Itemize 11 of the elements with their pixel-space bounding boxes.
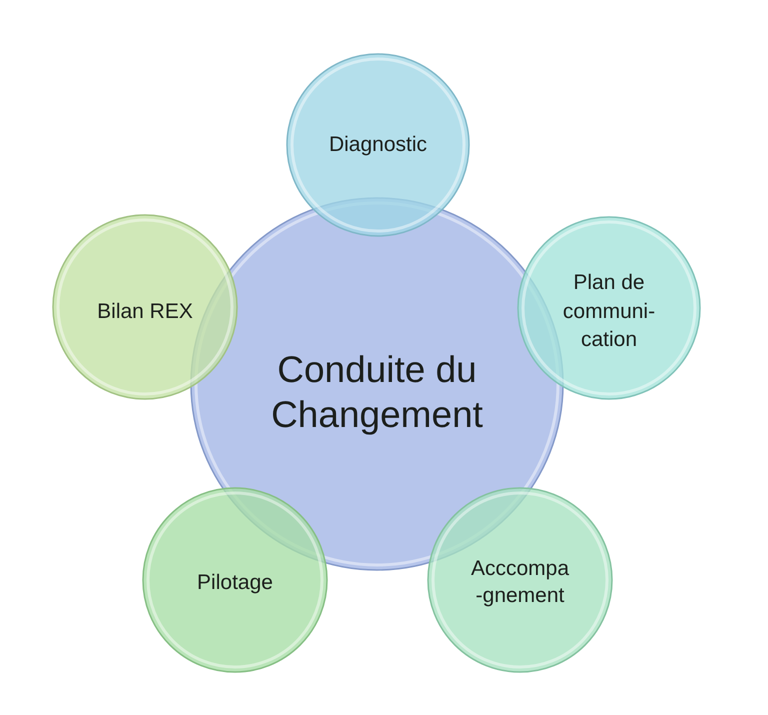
node-label: Plan de communi- cation — [562, 270, 656, 354]
node-label: Diagnostic — [328, 132, 428, 158]
node-label: Pilotage — [196, 570, 274, 596]
topic-circle — [286, 53, 470, 237]
topic-circle — [52, 214, 238, 400]
node-label: Bilan REX — [96, 299, 194, 326]
topic-circle — [142, 487, 328, 673]
topic-circle — [427, 487, 613, 673]
node-label: Acccompa -gnement — [470, 556, 570, 609]
node-label: Conduite du Changement — [270, 348, 484, 437]
topic-circle — [517, 216, 701, 400]
